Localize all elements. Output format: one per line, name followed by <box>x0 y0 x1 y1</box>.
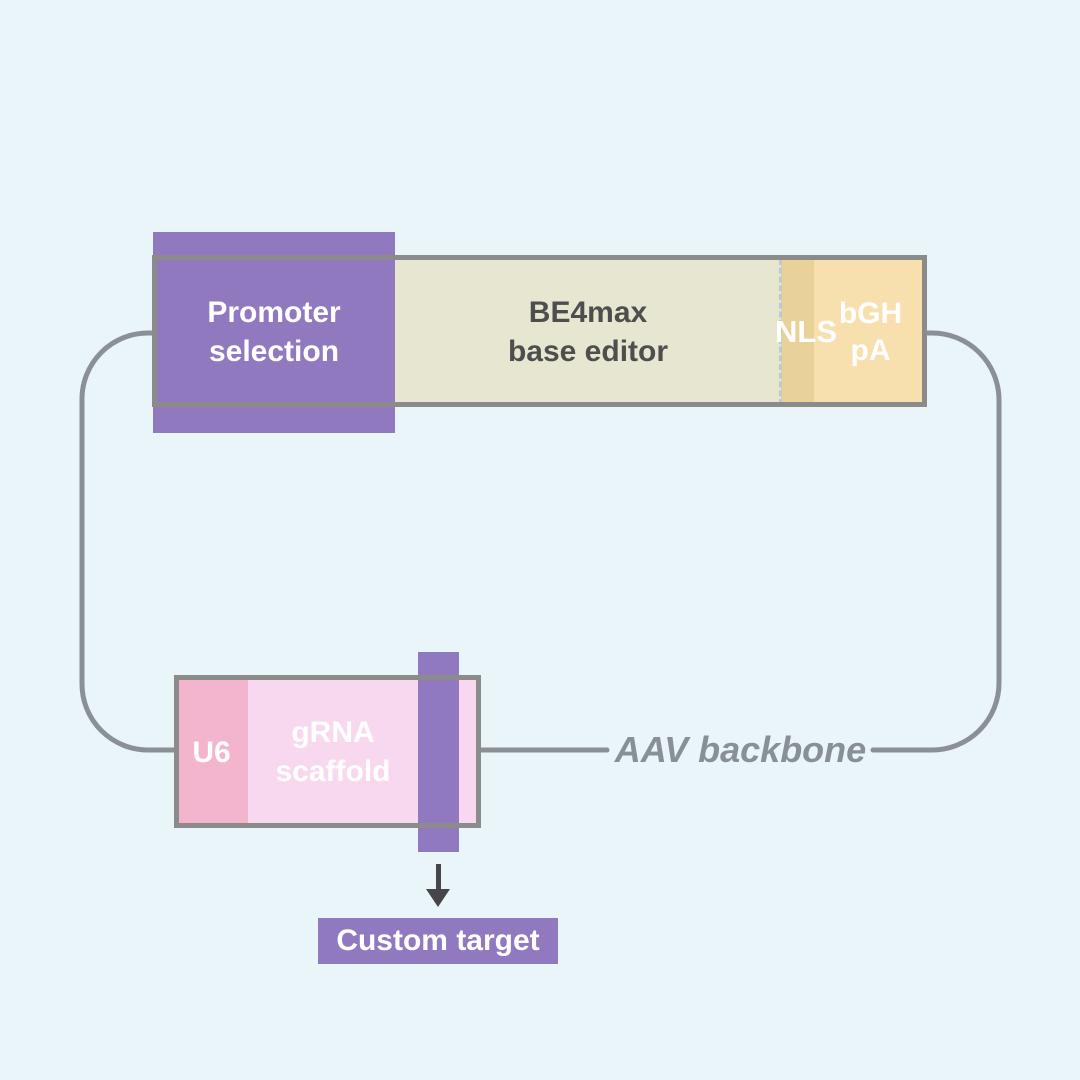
top-construct-border <box>152 255 927 407</box>
be4max-label-line1: BE4max <box>528 296 648 329</box>
nls-dashed-divider <box>779 259 782 405</box>
nls-segment <box>781 257 814 407</box>
bgh-pa-segment <box>814 257 927 407</box>
guide-insert-bar <box>418 652 459 852</box>
be4max-label: BE4max base editor <box>395 257 781 407</box>
bgh-pa-label-line2: pA <box>850 334 891 367</box>
bgh-pa-label: bGH pA <box>814 257 927 407</box>
be4max-segment <box>395 257 781 407</box>
grna-scaffold-label-line1: gRNA <box>291 716 375 749</box>
bottom-construct-border <box>174 675 481 828</box>
grna-scaffold-label-line2: scaffold <box>275 755 391 788</box>
aav-backbone-label-text: AAV backbone <box>614 729 867 770</box>
nls-label-text: NLS <box>775 313 837 349</box>
down-arrow-head-icon <box>426 889 450 907</box>
be4max-label-line2: base editor <box>507 335 669 368</box>
down-arrow-icon <box>436 864 441 891</box>
grna-scaffold-label: gRNA scaffold <box>248 677 418 827</box>
custom-target-box: Custom target <box>318 918 558 964</box>
custom-target-label: Custom target <box>336 924 540 957</box>
promoter-label: Promoter selection <box>153 257 395 407</box>
backbone-left-path <box>79 330 179 753</box>
promoter-box <box>153 232 395 433</box>
promoter-label-line1: Promoter <box>207 296 341 329</box>
u6-segment <box>175 677 248 827</box>
aav-backbone-label: AAV backbone <box>608 723 873 777</box>
u6-label-text: U6 <box>192 735 231 769</box>
u6-label: U6 <box>175 677 248 827</box>
promoter-label-line2: selection <box>208 335 340 368</box>
nls-label: NLS <box>766 257 846 407</box>
backbone-right-path <box>870 330 1002 753</box>
bgh-pa-label-line1: bGH <box>838 296 903 330</box>
